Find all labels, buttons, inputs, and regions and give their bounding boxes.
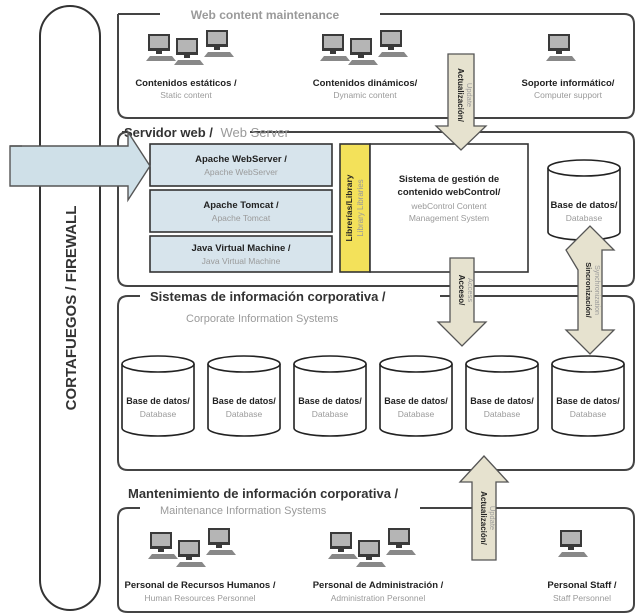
admin-personnel-sublabel: Administration Personnel — [331, 593, 426, 603]
cms-line1: Sistema de gestión de — [399, 174, 499, 185]
firewall-label: CORTAFUEGOS / FIREWALL — [63, 206, 80, 411]
corporate-database-5: Base de datos/ Database — [465, 355, 539, 437]
apache-webserver-sublabel: Apache WebServer — [204, 167, 278, 177]
web-server-database: Base de datos/ Database — [547, 159, 621, 241]
sync-arrow: Sincronización/ Synchronization — [564, 225, 616, 355]
corporate-database-4: Base de datos/ Database — [379, 355, 453, 437]
access-arrow-sublabel: Access — [466, 278, 475, 302]
corporate-database-5-label: Base de datos/ — [470, 396, 534, 406]
corporate-database-5-sublabel: Database — [484, 409, 521, 419]
apache-tomcat-sublabel: Apache Tomcat — [212, 213, 271, 223]
corporate-database-1: Base de datos/ Database — [121, 355, 195, 437]
corporate-database-6-sublabel: Database — [570, 409, 607, 419]
web-content-maintenance-panel: Web content maintenance Contenidos estát… — [117, 8, 635, 119]
dynamic-content-label: Contenidos dinámicos/ — [313, 78, 418, 89]
corporate-database-4-sublabel: Database — [398, 409, 435, 419]
web-server-title-es: Servidor web / — [124, 125, 213, 140]
web-content-maintenance-title: Web content maintenance — [191, 8, 340, 22]
computer-support-sublabel: Computer support — [534, 90, 603, 100]
web-server-title-en: Web Server — [221, 125, 290, 140]
cms-line2: contenido webControl/ — [398, 187, 501, 198]
corporate-is-subtitle: Corporate Information Systems — [186, 313, 339, 325]
incoming-traffic-arrow — [9, 129, 151, 203]
web-server-database-label: Base de datos/ — [550, 200, 617, 211]
update-arrow-top-sublabel: Update — [465, 83, 474, 107]
dynamic-content-computers — [320, 30, 408, 65]
corporate-database-1-label: Base de datos/ — [126, 396, 190, 406]
computer-support-label: Soporte informático/ — [522, 78, 615, 89]
firewall: CORTAFUEGOS / FIREWALL — [39, 5, 101, 611]
corporate-is-panel: Sistemas de información corporativa / Co… — [117, 289, 635, 471]
access-arrow: Acceso/ Access — [436, 257, 488, 347]
update-arrow-bottom-sublabel: Update — [488, 506, 497, 530]
apache-tomcat-label: Apache Tomcat / — [203, 200, 279, 211]
hr-personnel-label: Personal de Recursos Humanos / — [125, 580, 276, 591]
static-content-sublabel: Static content — [160, 90, 212, 100]
corporate-database-3-label: Base de datos/ — [298, 396, 362, 406]
static-content-computers — [146, 30, 234, 65]
dynamic-content-sublabel: Dynamic content — [333, 90, 397, 100]
corporate-is-title: Sistemas de información corporativa / — [150, 289, 386, 304]
corporate-database-2-sublabel: Database — [226, 409, 263, 419]
apache-webserver-box: Apache WebServer / Apache WebServer — [149, 143, 333, 187]
java-vm-label: Java Virtual Machine / — [191, 243, 290, 254]
cms-line4: Management System — [409, 213, 489, 223]
staff-personnel-label: Personal Staff / — [547, 580, 617, 591]
libraries-sublabel: Library Libraries — [356, 179, 365, 236]
maintenance-panel: Mantenimiento de información corporativa… — [117, 486, 635, 613]
web-server-title: Servidor web / Web Server — [124, 125, 290, 140]
hr-personnel-computers — [148, 528, 236, 567]
access-arrow-label: Acceso/ — [457, 275, 466, 306]
maintenance-title: Mantenimiento de información corporativa… — [128, 486, 399, 501]
corporate-database-2-label: Base de datos/ — [212, 396, 276, 406]
corporate-database-6: Base de datos/ Database — [551, 355, 625, 437]
corporate-database-2: Base de datos/ Database — [207, 355, 281, 437]
update-arrow-top-label: Actualización/ — [456, 68, 465, 123]
staff-personnel-computer — [558, 530, 588, 557]
sync-arrow-sublabel: Synchronization — [593, 265, 600, 315]
update-arrow-bottom: Actualización/ Update — [458, 455, 510, 561]
libraries-label: Librerías/Library — [344, 174, 354, 241]
admin-personnel-label: Personal de Administración / — [313, 580, 444, 591]
libraries-box: Librerías/Library Library Libraries — [339, 143, 371, 273]
computer-support-computer — [546, 34, 576, 61]
maintenance-subtitle: Maintenance Information Systems — [160, 505, 327, 517]
corporate-database-4-label: Base de datos/ — [384, 396, 448, 406]
hr-personnel-sublabel: Human Resources Personnel — [144, 593, 255, 603]
corporate-database-3: Base de datos/ Database — [293, 355, 367, 437]
web-server-panel: Servidor web / Web Server Apache WebServ… — [117, 125, 635, 287]
corporate-database-6-label: Base de datos/ — [556, 396, 620, 406]
cms-line3: webControl Content — [410, 201, 487, 211]
apache-tomcat-box: Apache Tomcat / Apache Tomcat — [149, 189, 333, 233]
static-content-label: Contenidos estáticos / — [135, 78, 237, 89]
java-vm-sublabel: Java Virtual Machine — [202, 256, 281, 266]
cms-box: Sistema de gestión de contenido webContr… — [369, 143, 529, 273]
sync-arrow-label: Sincronización/ — [584, 262, 593, 318]
update-arrow-top: Actualización/ Update — [434, 53, 488, 151]
corporate-database-3-sublabel: Database — [312, 409, 349, 419]
web-server-database-sublabel: Database — [566, 213, 603, 223]
corporate-database-1-sublabel: Database — [140, 409, 177, 419]
java-vm-box: Java Virtual Machine / Java Virtual Mach… — [149, 235, 333, 273]
apache-webserver-label: Apache WebServer / — [195, 154, 287, 165]
staff-personnel-sublabel: Staff Personnel — [553, 593, 611, 603]
update-arrow-bottom-label: Actualización/ — [479, 491, 488, 546]
admin-personnel-computers — [328, 528, 416, 567]
